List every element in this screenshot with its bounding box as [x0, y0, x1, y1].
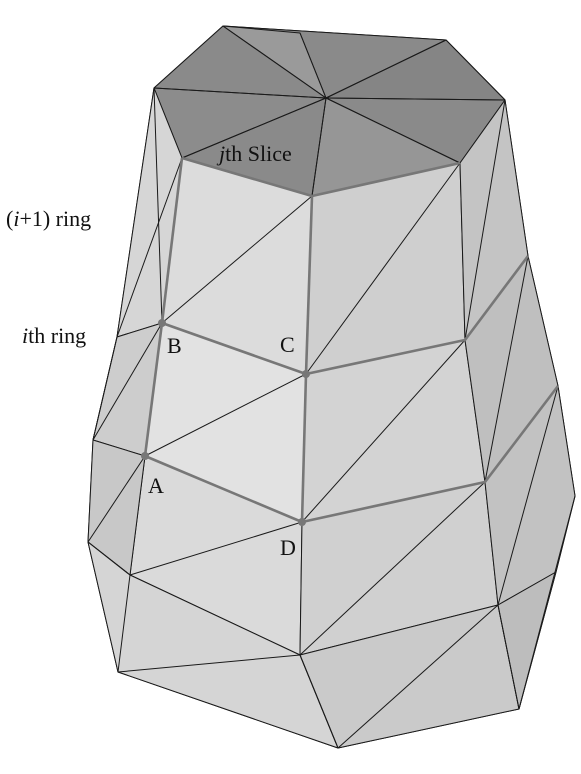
outer-ring-text: +1) ring — [19, 206, 91, 231]
vertex-a — [141, 452, 149, 460]
outer-ring-open: ( — [6, 206, 13, 231]
ring-i — [144, 385, 560, 524]
slice-label-text: th Slice — [225, 141, 292, 166]
inner-ring-text: th ring — [28, 323, 86, 348]
vertex-b — [158, 319, 166, 327]
vertex-d — [298, 518, 306, 526]
slice-line-left — [160, 157, 184, 324]
vertex-c — [302, 370, 310, 378]
outer-ring-label: (i+1) ring — [6, 206, 91, 231]
point-label-d: D — [280, 535, 296, 560]
inner-ring-index: i — [22, 323, 28, 348]
highlighted-rings — [143, 156, 560, 524]
slice-line-left-lower — [143, 322, 164, 457]
inner-ring-label: ith ring — [22, 323, 86, 348]
point-label-a: A — [148, 473, 164, 498]
slice-label: jth Slice — [216, 141, 292, 166]
ring-i-plus-1 — [161, 255, 530, 376]
slice-line-right — [304, 195, 314, 375]
slice-label-index: j — [216, 141, 225, 166]
slice-line-right-lower — [300, 373, 308, 523]
point-label-c: C — [280, 332, 295, 357]
outer-ring-index: i — [13, 206, 19, 231]
point-label-b: B — [167, 333, 182, 358]
triangulation-edges — [87, 87, 576, 749]
